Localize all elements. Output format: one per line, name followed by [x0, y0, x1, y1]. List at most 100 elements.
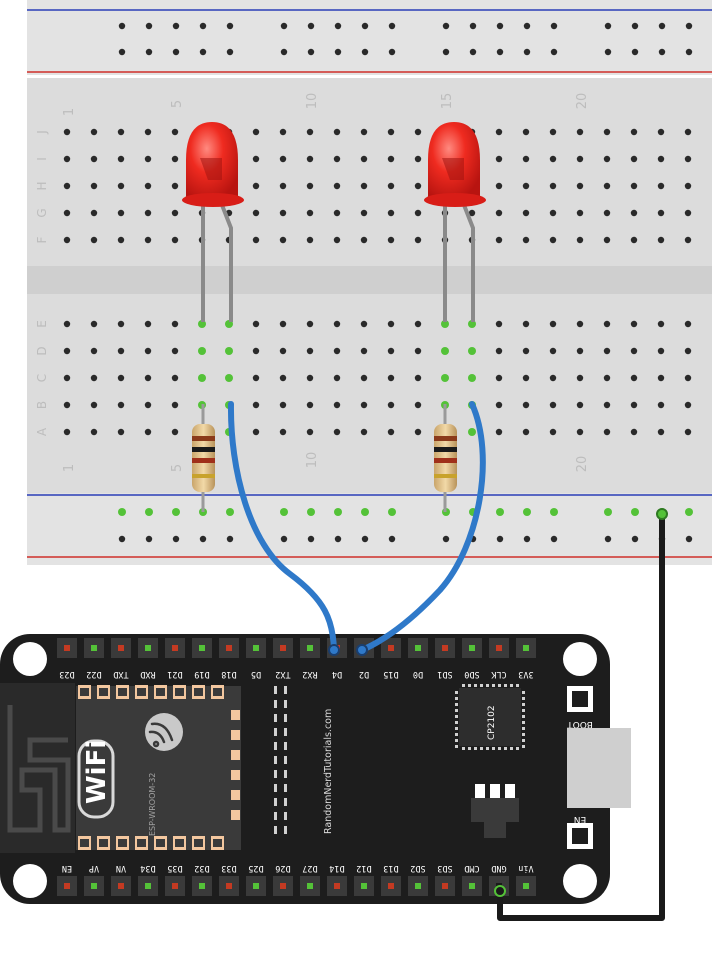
rail-hole-connected: [361, 508, 369, 516]
top-pin-txd[interactable]: [118, 645, 124, 651]
top-pin-d5[interactable]: [253, 645, 259, 651]
breadboard-hole: [144, 209, 152, 217]
rail-hole: [172, 535, 180, 543]
rail-hole: [199, 48, 207, 56]
top-pin-d18[interactable]: [226, 645, 232, 651]
top-pin-clk[interactable]: [496, 645, 502, 651]
bottom-pin-d13[interactable]: [388, 883, 394, 889]
breadboard-hole: [576, 374, 584, 382]
bottom-pin-d33[interactable]: [226, 883, 232, 889]
top-pin-rx2[interactable]: [307, 645, 313, 651]
breadboard-hole: [63, 182, 71, 190]
bottom-pin-vn[interactable]: [118, 883, 124, 889]
bottom-pin-d34[interactable]: [145, 883, 151, 889]
bottom-pin-d14[interactable]: [334, 883, 340, 889]
bottom-pin-label: D14: [329, 863, 344, 873]
top-pin-label: D23: [59, 669, 74, 679]
breadboard-hole: [684, 182, 692, 190]
usb-connector[interactable]: [567, 728, 631, 808]
rail-hole-connected: [550, 508, 558, 516]
bottom-pin-d27[interactable]: [307, 883, 313, 889]
top-pin-d22[interactable]: [91, 645, 97, 651]
bottom-pin-label: D12: [356, 863, 371, 873]
chip-pin: [455, 703, 458, 706]
bottom-pin-label: CMD: [464, 863, 479, 873]
chip-pin: [522, 697, 525, 700]
mount-hole-top-right: [563, 642, 597, 676]
chip-pin: [492, 747, 495, 750]
row-letters-bottom: E D C B A: [35, 320, 49, 436]
wire-gnd[interactable]: [497, 511, 665, 921]
bottom-pin-vin[interactable]: [523, 883, 529, 889]
chip-pin: [486, 684, 489, 687]
cp2102-label: CP2102: [487, 705, 497, 740]
breadboard-hole-connected: [225, 347, 233, 355]
breadboard-hole: [657, 347, 665, 355]
breadboard-hole: [414, 155, 422, 163]
breadboard-hole: [144, 182, 152, 190]
breadboard-hole: [144, 155, 152, 163]
breadboard-hole: [171, 320, 179, 328]
bottom-pin-d35[interactable]: [172, 883, 178, 889]
breadboard-hole: [279, 236, 287, 244]
breadboard-hole: [90, 182, 98, 190]
breadboard-hole: [522, 209, 530, 217]
col-number-1: 1: [62, 108, 77, 116]
chip-pin: [504, 684, 507, 687]
rail-hole: [361, 535, 369, 543]
breadboard-hole: [603, 320, 611, 328]
chip-pin: [522, 733, 525, 736]
breadboard-hole: [603, 347, 611, 355]
bottom-pin-sd2[interactable]: [415, 883, 421, 889]
breadboard-hole: [144, 320, 152, 328]
top-pin-d15[interactable]: [388, 645, 394, 651]
en-button[interactable]: EN: [567, 814, 593, 849]
rail-hole: [172, 22, 180, 30]
boot-button-cap[interactable]: [572, 691, 588, 707]
wire-d4-led1[interactable]: [227, 401, 337, 653]
wroom-pads-bottom: [78, 836, 224, 850]
top-pin-tx2[interactable]: [280, 645, 286, 651]
top-pin-d21[interactable]: [172, 645, 178, 651]
bottom-pin-vp[interactable]: [91, 883, 97, 889]
top-pin-3v3[interactable]: [523, 645, 529, 651]
chip-pin: [474, 747, 477, 750]
rail-hole: [631, 535, 639, 543]
breadboard-hole: [549, 428, 557, 436]
en-button-cap[interactable]: [572, 828, 588, 844]
bottom-pin-d26[interactable]: [280, 883, 286, 889]
breadboard-hole: [603, 155, 611, 163]
breadboard-hole: [63, 209, 71, 217]
bottom-pin-en[interactable]: [64, 883, 70, 889]
regulator-pin-3: [505, 784, 515, 800]
chip-pin: [455, 697, 458, 700]
top-pin-rxd[interactable]: [145, 645, 151, 651]
silk-dash: [274, 784, 277, 792]
module-pad-inner: [194, 688, 203, 696]
resistor-1-band-1: [192, 436, 215, 441]
bottom-pin-label: EN: [62, 863, 72, 873]
breadboard-hole: [360, 428, 368, 436]
bottom-pin-sd3[interactable]: [442, 883, 448, 889]
breadboard-hole: [333, 182, 341, 190]
bottom-pin-d32[interactable]: [199, 883, 205, 889]
silk-dash: [274, 714, 277, 722]
top-pin-d0[interactable]: [415, 645, 421, 651]
breadboard-hole: [117, 182, 125, 190]
top-pin-d23[interactable]: [64, 645, 70, 651]
breadboard-hole: [252, 236, 260, 244]
breadboard-hole: [549, 128, 557, 136]
bottom-pin-d12[interactable]: [361, 883, 367, 889]
resistor-2-band-4: [434, 474, 457, 478]
bottom-pin-d25[interactable]: [253, 883, 259, 889]
boot-button[interactable]: BOOT: [567, 686, 593, 729]
breadboard-hole: [387, 182, 395, 190]
top-pin-sd0[interactable]: [469, 645, 475, 651]
voltage-regulator: [471, 784, 519, 838]
top-pin-sd1[interactable]: [442, 645, 448, 651]
bottom-pin-cmd[interactable]: [469, 883, 475, 889]
wire-d2-led2[interactable]: [359, 401, 486, 653]
antenna-trace: [7, 705, 71, 833]
rail-hole: [145, 22, 153, 30]
top-pin-d19[interactable]: [199, 645, 205, 651]
